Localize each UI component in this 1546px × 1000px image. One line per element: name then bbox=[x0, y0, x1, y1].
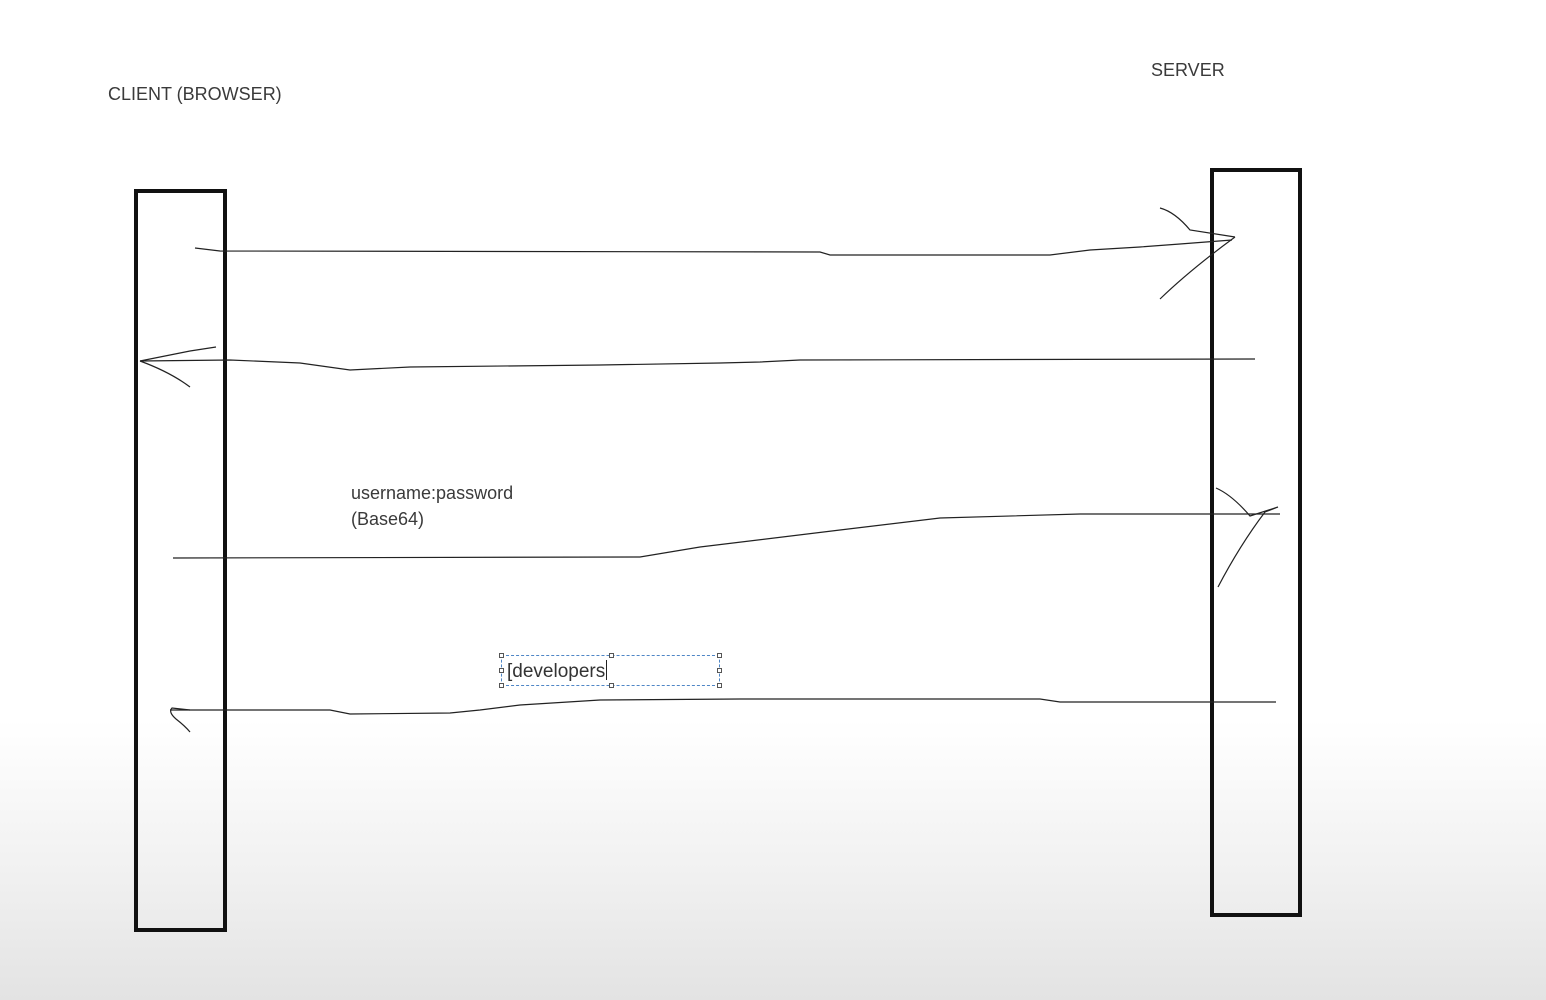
challenge-arrowhead bbox=[139, 346, 217, 388]
client-title: CLIENT (BROWSER) bbox=[108, 84, 282, 104]
server-lifeline-box bbox=[1210, 168, 1302, 917]
resize-handle-top-middle[interactable] bbox=[609, 653, 614, 658]
resize-handle-middle-right[interactable] bbox=[717, 668, 722, 673]
resize-handle-bottom-left[interactable] bbox=[499, 683, 504, 688]
request-arrowhead bbox=[1159, 207, 1236, 300]
credentials-note-line2: (Base64) bbox=[351, 509, 425, 529]
challenge-arrow-line bbox=[139, 358, 1256, 371]
resize-handle-top-right[interactable] bbox=[717, 653, 722, 658]
role-textbox-content[interactable]: [developers bbox=[507, 660, 608, 683]
resize-handle-top-left[interactable] bbox=[499, 653, 504, 658]
server-title: SERVER bbox=[1151, 60, 1225, 80]
resize-handle-middle-left[interactable] bbox=[499, 668, 504, 673]
credentials-arrowhead bbox=[1215, 487, 1279, 588]
credentials-note: username:password (Base64) bbox=[351, 480, 513, 532]
credentials-arrow-line bbox=[172, 513, 1280, 559]
credentials-note-line1: username:password bbox=[351, 483, 514, 503]
role-textbox[interactable]: [developers bbox=[499, 653, 722, 688]
text-caret bbox=[606, 660, 608, 680]
role-textbox-value: [developers bbox=[507, 661, 606, 682]
resize-handle-bottom-right[interactable] bbox=[717, 683, 722, 688]
response-arrow-line bbox=[170, 698, 1276, 715]
request-arrow-line bbox=[194, 239, 1233, 256]
resize-handle-bottom-middle[interactable] bbox=[609, 683, 614, 688]
client-lifeline-box bbox=[134, 189, 227, 932]
response-arrowhead bbox=[170, 707, 191, 733]
